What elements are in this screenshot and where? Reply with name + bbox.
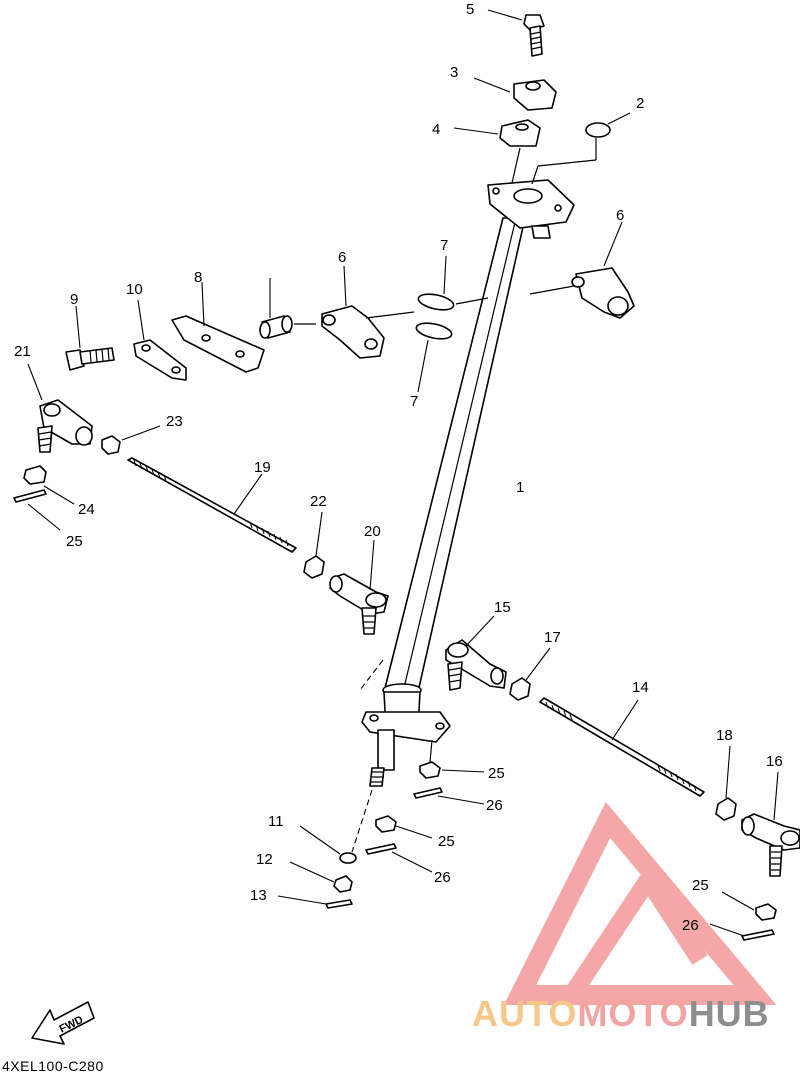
tie-rod-end-inner-right <box>445 615 507 691</box>
callout-9: 9 <box>70 291 78 308</box>
watermark-logo <box>503 801 777 1005</box>
callout-23: 22 <box>310 493 327 510</box>
tie-rod-end-inner-left <box>329 539 389 635</box>
callout-24: 23 <box>166 413 183 430</box>
callout-26-right: 26 <box>682 917 699 934</box>
side-bolt <box>65 305 115 371</box>
nut-24 <box>101 425 161 455</box>
callout-25-right: 25 <box>692 877 709 894</box>
castle-nut-left <box>23 465 75 505</box>
callout-20: 19 <box>254 459 271 476</box>
cotter-pin-center-lower <box>365 843 433 873</box>
washer-12 <box>299 789 373 864</box>
tie-rod-left <box>127 457 297 553</box>
circlips <box>415 255 489 393</box>
steering-column <box>359 179 575 787</box>
callout-7-lower: 7 <box>410 393 418 410</box>
callout-21: 20 <box>364 523 381 540</box>
callout-4: 4 <box>432 121 440 138</box>
callout-7-upper: 7 <box>440 237 448 254</box>
pitman-arm <box>321 265 415 359</box>
callout-18: 17 <box>544 629 561 646</box>
callout-8: 8 <box>194 269 202 286</box>
callout-17: 16 <box>766 753 783 770</box>
castle-nut-center-lower <box>375 815 433 839</box>
callout-15: 14 <box>632 679 649 696</box>
callout-26-center-lower: 26 <box>434 869 451 886</box>
callout-6-right: 6 <box>616 207 624 224</box>
lower-bracket <box>453 119 541 184</box>
castle-nut-center-upper <box>419 739 485 779</box>
watermark-hub: HUB <box>688 993 770 1034</box>
tie-rod-end-left <box>27 363 93 453</box>
cotter-pin-center-upper <box>413 787 485 805</box>
callout-6-left: 6 <box>338 249 346 266</box>
callout-26-center-upper: 26 <box>486 797 503 814</box>
diagram-code: 4XEL100-C280 <box>2 1058 104 1074</box>
castle-nut-right <box>721 891 777 921</box>
callout-25-center-lower: 25 <box>438 833 455 850</box>
callout-25-center-upper: 25 <box>488 765 505 782</box>
cotter-pin-14 <box>277 895 353 909</box>
callout-1: 1 <box>516 479 524 496</box>
callout-2: 2 <box>636 95 644 112</box>
nut-13 <box>289 861 353 893</box>
nut-19 <box>715 745 737 821</box>
tie-rod-right <box>539 697 705 797</box>
top-bolt <box>487 9 545 57</box>
callout-5: 5 <box>466 1 474 18</box>
callout-13: 12 <box>256 851 273 868</box>
callout-3: 3 <box>450 64 458 81</box>
nut-23 <box>303 511 325 579</box>
bushing <box>259 278 316 339</box>
nut-18 <box>509 647 551 701</box>
fwd-arrow-icon: FWD <box>31 1001 95 1045</box>
watermark-moto: MOTO <box>577 993 689 1034</box>
upper-bracket <box>473 77 557 111</box>
callout-16: 15 <box>494 599 511 616</box>
lock-washer <box>133 299 187 381</box>
callout-14: 13 <box>250 887 267 904</box>
callout-10: 10 <box>126 281 143 298</box>
callout-labels: 1 2 3 4 5 6 6 7 7 8 9 10 11 12 13 14 15 … <box>14 1 783 934</box>
watermark-wordmark: AUTOMOTOHUB <box>472 993 770 1035</box>
callout-22: 21 <box>14 343 31 360</box>
tie-rod-end-right <box>741 771 800 877</box>
plug-cap <box>585 112 631 138</box>
collar-right <box>529 221 635 319</box>
callout-12: 11 <box>268 813 284 830</box>
link-plate <box>171 281 265 373</box>
callout-19: 18 <box>716 727 733 744</box>
callout-26-left: 25 <box>66 533 83 550</box>
cotter-pin-right <box>709 923 775 941</box>
callout-25-left: 24 <box>78 501 95 518</box>
cotter-pin-left <box>13 489 61 531</box>
watermark-auto: AUTO <box>472 993 578 1034</box>
